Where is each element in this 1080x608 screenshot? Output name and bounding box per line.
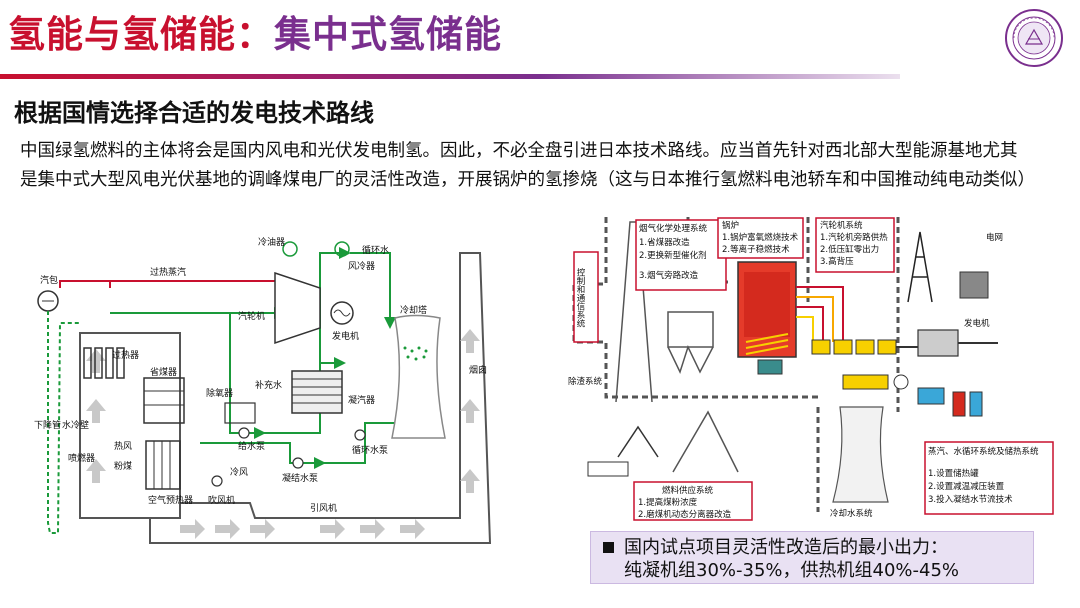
label-turbine-1: 1.汽轮机旁路供热 xyxy=(820,232,888,243)
label-cold-oil: 冷油器 xyxy=(258,236,285,248)
label-chimney: 烟囱 xyxy=(469,364,487,376)
label-burner: 喷燃器 xyxy=(68,452,95,464)
label-turbine-title: 汽轮机系统 xyxy=(820,220,863,231)
min-output-note: 国内试点项目灵活性改造后的最小出力： 纯凝机组30%-35%，供热机组40%-4… xyxy=(590,531,1034,584)
note-line-2: 纯凝机组30%-35%，供热机组40%-45% xyxy=(624,560,960,581)
label-economizer: 省煤器 xyxy=(150,366,177,378)
label-induced-fan: 引风机 xyxy=(310,502,337,514)
label-cooling-system: 冷却水系统 xyxy=(830,508,873,519)
air-preheater-block xyxy=(145,440,181,490)
label-steam-drum: 汽包 xyxy=(40,274,58,286)
steam-storage-box xyxy=(924,441,1054,515)
label-superheated-steam: 过热蒸汽 xyxy=(150,266,186,278)
cooling-tower-right xyxy=(832,406,889,503)
paragraph-line-1: 中国绿氢燃料的主体将会是国内风电和光伏发电制氢。因此，不必全盘引进日本技术路线。… xyxy=(20,141,1018,161)
label-flue-3: 3.烟气旁路改造 xyxy=(639,270,699,281)
label-makeup-water: 补充水 xyxy=(255,379,282,391)
turbine-shape xyxy=(274,271,321,345)
label-cold-air: 冷风 xyxy=(230,466,248,478)
flue-gas-box xyxy=(635,219,727,291)
label-storage-3: 3.投入凝结水节流技术 xyxy=(928,494,1013,505)
retrofit-system-diagram: 烟气化学处理系统 1.省煤器改造 2.更换新型催化剂 3.烟气旁路改造 锅炉 1… xyxy=(568,217,1054,521)
fuel-supply-box xyxy=(633,481,753,521)
label-flue-2: 2.更换新型催化剂 xyxy=(639,250,707,261)
label-boiler-2: 2.等离子稳燃技术 xyxy=(722,244,790,255)
label-cooling-tower: 冷却塔 xyxy=(400,304,427,316)
superheater-coils xyxy=(83,347,125,379)
label-deaerator: 除氧器 xyxy=(206,387,233,399)
superheated-steam-pipe xyxy=(59,280,301,304)
page-title: 氢能与氢储能：集中式氢储能 xyxy=(8,4,502,58)
bullet-square-icon xyxy=(603,542,614,553)
label-condenser: 凝汽器 xyxy=(348,394,375,406)
deaerator-block xyxy=(224,402,256,424)
turbine-system-box xyxy=(815,217,895,273)
intro-paragraph: 中国绿氢燃料的主体将会是国内风电和光伏发电制氢。因此，不必全盘引进日本技术路线。… xyxy=(20,137,1075,195)
label-storage-1: 1.设置储热罐 xyxy=(928,468,979,479)
label-dust-system: 除渣系统 xyxy=(568,376,603,387)
label-boiler-title: 锅炉 xyxy=(722,220,739,231)
label-flue-title: 烟气化学处理系统 xyxy=(639,223,708,234)
cooling-tower xyxy=(391,314,446,439)
boiler-body xyxy=(79,332,181,519)
economizer-block xyxy=(143,377,185,424)
label-storage-2: 2.设置减温减压装置 xyxy=(928,481,1005,492)
label-turbine-2: 2.低压缸零出力 xyxy=(820,244,879,255)
label-storage-title: 蒸汽、水循环系统及储热系统 xyxy=(928,446,1039,457)
power-plant-diagram: 汽包 过热蒸汽 冷油器 循环水 风冷器 汽轮机 发电机 冷却塔 过热器 省煤器 … xyxy=(34,236,492,544)
label-condensate-pump: 凝结水泵 xyxy=(282,472,318,484)
downcomer-pipe xyxy=(47,311,80,534)
label-turbine: 汽轮机 xyxy=(238,310,265,322)
label-water-wall: 水冷壁 xyxy=(62,419,89,431)
grid-tower xyxy=(907,231,933,303)
paragraph-line-2: 是集中式大型风电光伏基地的调峰煤电厂的灵活性改造，开展锅炉的氢掺烧（这与日本推行… xyxy=(20,170,1035,190)
turbine-row xyxy=(811,339,897,355)
label-generator-right: 发电机 xyxy=(964,318,990,329)
title-part1: 氢能与氢储能： xyxy=(8,13,274,56)
boiler-box xyxy=(717,217,804,259)
control-box xyxy=(573,251,599,343)
note-line-1: 国内试点项目灵活性改造后的最小出力： xyxy=(624,537,948,558)
university-seal-logo xyxy=(1005,9,1063,67)
label-turbine-3: 3.高背压 xyxy=(820,256,854,267)
generator-right xyxy=(917,329,959,357)
label-grid: 电网 xyxy=(986,232,1003,243)
label-fuel-1: 1.提高煤粉浓度 xyxy=(638,497,698,508)
label-superheater: 过热器 xyxy=(112,349,139,361)
title-underline xyxy=(0,74,900,79)
label-feed-pump: 给水泵 xyxy=(238,440,265,452)
section-subtitle: 根据国情选择合适的发电技术路线 xyxy=(14,99,374,127)
label-control-system: 控制和通信系统 xyxy=(575,267,585,328)
heat-exchanger xyxy=(842,374,889,390)
label-circulating-water: 循环水 xyxy=(362,244,389,256)
feedwater-pipe xyxy=(110,312,266,439)
label-blower: 吹风机 xyxy=(208,494,235,506)
label-air-preheater: 空气预热器 xyxy=(148,494,193,506)
label-fan-cooler: 风冷器 xyxy=(348,260,375,272)
label-fuel-title: 燃料供应系统 xyxy=(662,485,714,496)
chimney-right xyxy=(615,221,653,403)
label-generator: 发电机 xyxy=(332,330,359,342)
label-circulating-pump: 循环水泵 xyxy=(352,444,388,456)
condenser-block xyxy=(291,370,343,414)
label-flue-1: 1.省煤器改造 xyxy=(639,237,690,248)
generator-circle xyxy=(330,301,354,325)
label-hot-air: 热风 xyxy=(114,440,132,452)
label-boiler-1: 1.锅炉富氧燃烧技术 xyxy=(722,232,799,243)
label-pulverized-coal: 粉煤 xyxy=(114,460,132,472)
label-fuel-2: 2.磨煤机动态分离器改造 xyxy=(638,509,732,520)
title-part2: 集中式氢储能 xyxy=(274,13,502,56)
label-downcomer: 下降管 xyxy=(34,419,61,431)
